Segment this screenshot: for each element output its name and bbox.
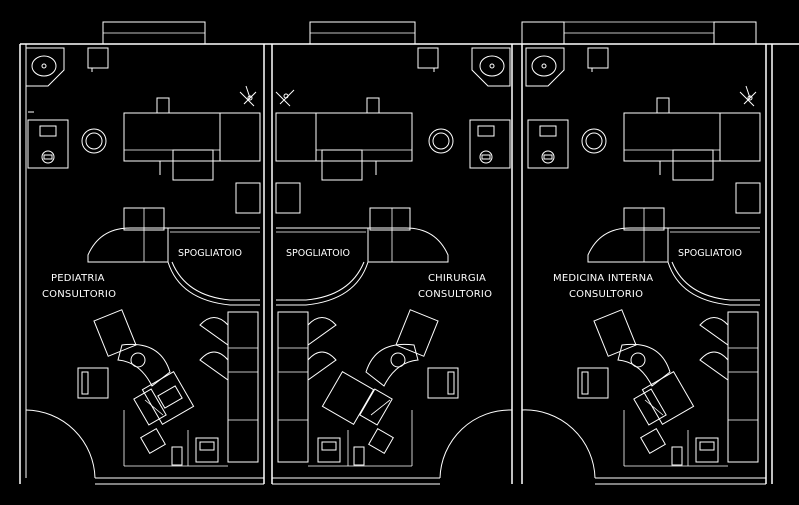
room-medicina-interna [525,47,761,467]
room-chirurgia [275,47,511,467]
room-2-label-line1: CHIRURGIA [428,273,486,284]
room-1-label-line1: PEDIATRIA [51,273,105,284]
room-1-dressing-label: SPOGLIATOIO [178,248,242,259]
room-3-label-line1: MEDICINA INTERNA [553,273,653,284]
room-2-dressing-label: SPOGLIATOIO [286,248,350,259]
room-labels: PEDIATRIA CONSULTORIO SPOGLIATOIO CHIRUR… [42,248,742,300]
room-pediatria [25,47,261,467]
walls [19,21,799,485]
room-1-label-line2: CONSULTORIO [42,289,116,300]
room-3-dressing-label: SPOGLIATOIO [678,248,742,259]
room-3-label-line2: CONSULTORIO [569,289,643,300]
room-2-label-line2: CONSULTORIO [418,289,492,300]
